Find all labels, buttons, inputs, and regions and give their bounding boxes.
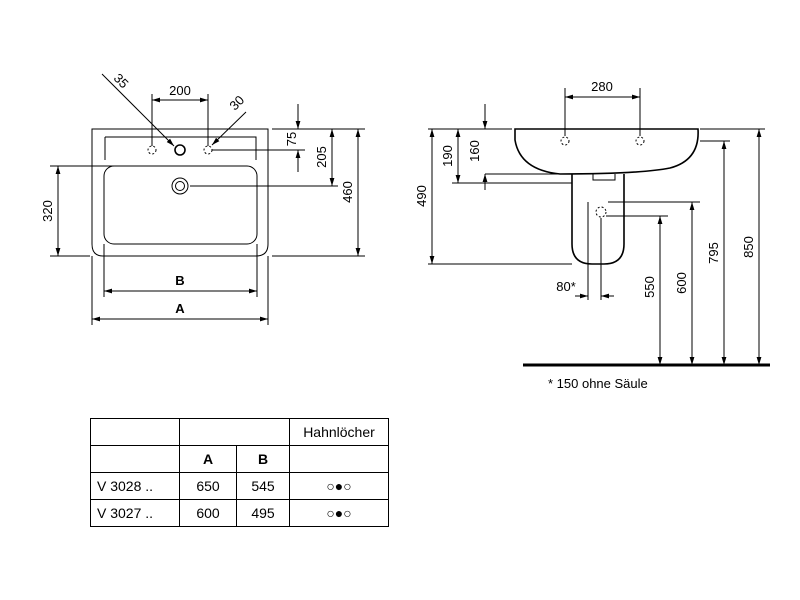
dim-490: 490: [414, 185, 429, 207]
label-b: B: [175, 273, 184, 288]
dim-460: 460: [340, 181, 355, 203]
col-a-header: A: [179, 445, 237, 473]
dim-160: 160: [467, 140, 482, 162]
basin-bowl: [103, 165, 258, 245]
basin-deck: [105, 136, 257, 160]
side-view: 280 190 160 490 80* 550 600: [414, 79, 770, 391]
tap-holes-icon: ○●○: [289, 472, 389, 500]
footnote: * 150 ohne Säule: [548, 376, 648, 391]
model-cell: V 3027 ..: [90, 499, 180, 527]
col-b-header: B: [236, 445, 290, 473]
b-cell: 495: [236, 499, 290, 527]
dim-200: 200: [169, 83, 191, 98]
drain-outer: [171, 177, 189, 195]
tap-hole-center: [174, 144, 186, 156]
table-row: V 3028 .. 650 545 ○●○: [90, 472, 389, 500]
tap-hole-left: [147, 145, 157, 155]
b-cell: 545: [236, 472, 290, 500]
model-table: Hahnlöcher A B V 3028 .. 650 545 ○●○ V 3…: [90, 418, 389, 527]
dim-75: 75: [284, 132, 299, 146]
table-header-row: Hahnlöcher: [90, 418, 389, 446]
drain-inner: [175, 181, 185, 191]
dim-600: 600: [674, 272, 689, 294]
a-cell: 650: [179, 472, 237, 500]
dim-35: 35: [111, 70, 132, 91]
basin-side-profile: [514, 128, 699, 175]
side-tap-hole-left: [560, 136, 570, 146]
table-row: V 3027 .. 600 495 ○●○: [90, 499, 389, 527]
side-tap-hole-right: [635, 136, 645, 146]
tap-holes-icon: ○●○: [289, 499, 389, 527]
basin-outline: [91, 128, 269, 257]
header-hahnloecher: Hahnlöcher: [289, 418, 389, 446]
dim-320: 320: [40, 200, 55, 222]
pedestal: [571, 174, 625, 265]
dim-205: 205: [314, 146, 329, 168]
dim-190: 190: [440, 145, 455, 167]
dim-795: 795: [706, 242, 721, 264]
tap-hole-right: [203, 145, 213, 155]
a-cell: 600: [179, 499, 237, 527]
dim-850: 850: [741, 236, 756, 258]
top-view: 200 35 30 75 205 460 320 B A: [40, 70, 365, 325]
table-subheader-row: A B: [90, 445, 389, 473]
dim-280: 280: [591, 79, 613, 94]
model-cell: V 3028 ..: [90, 472, 180, 500]
label-a: A: [175, 301, 185, 316]
drain-outlet: [595, 206, 607, 218]
dim-550: 550: [642, 276, 657, 298]
dim-30: 30: [226, 92, 247, 113]
dim-80: 80*: [556, 279, 576, 294]
